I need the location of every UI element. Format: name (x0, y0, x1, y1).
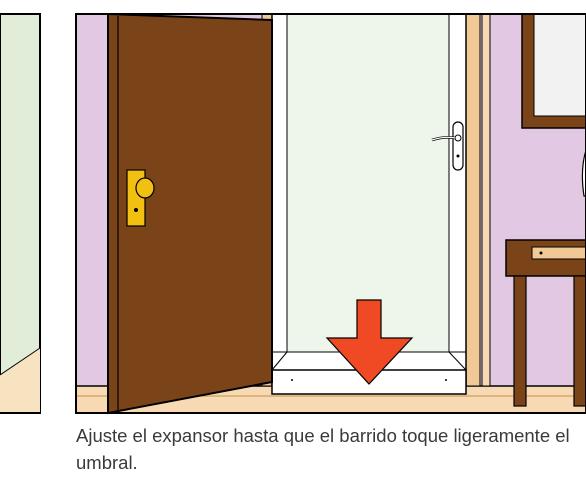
door-sweep-illustration (0, 12, 586, 415)
mirror (521, 13, 586, 129)
door-knob-icon (126, 169, 155, 227)
open-door (107, 12, 273, 415)
console-table (505, 239, 586, 407)
left-panel (0, 13, 41, 414)
instruction-caption: Ajuste el expansor hasta que el barrido … (76, 425, 570, 473)
main-panel (75, 12, 586, 415)
door-handle-icon (431, 121, 464, 171)
arrow-down-icon (325, 299, 414, 385)
